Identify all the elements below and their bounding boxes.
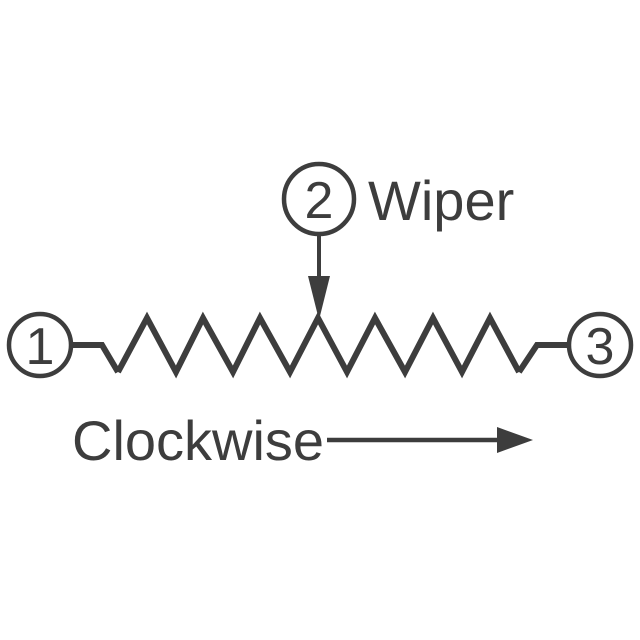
terminal-2-circle[interactable] — [281, 161, 357, 237]
clockwise-text-label: Clockwise — [72, 409, 324, 472]
wiper-text-label: Wiper — [368, 169, 514, 232]
terminal-3-label: 3 — [586, 318, 615, 376]
terminal-1-label: 1 — [26, 318, 55, 376]
terminal-2-label: 2 — [305, 172, 334, 230]
lead-terminal-3 — [516, 342, 567, 374]
clockwise-arrowhead-icon — [497, 427, 533, 453]
lead-terminal-1 — [73, 342, 121, 374]
terminal-3-circle[interactable] — [566, 311, 634, 379]
resistor-zigzag — [115, 311, 522, 379]
wiper-arrowhead-icon — [308, 276, 330, 320]
terminal-1-circle[interactable] — [6, 311, 74, 379]
